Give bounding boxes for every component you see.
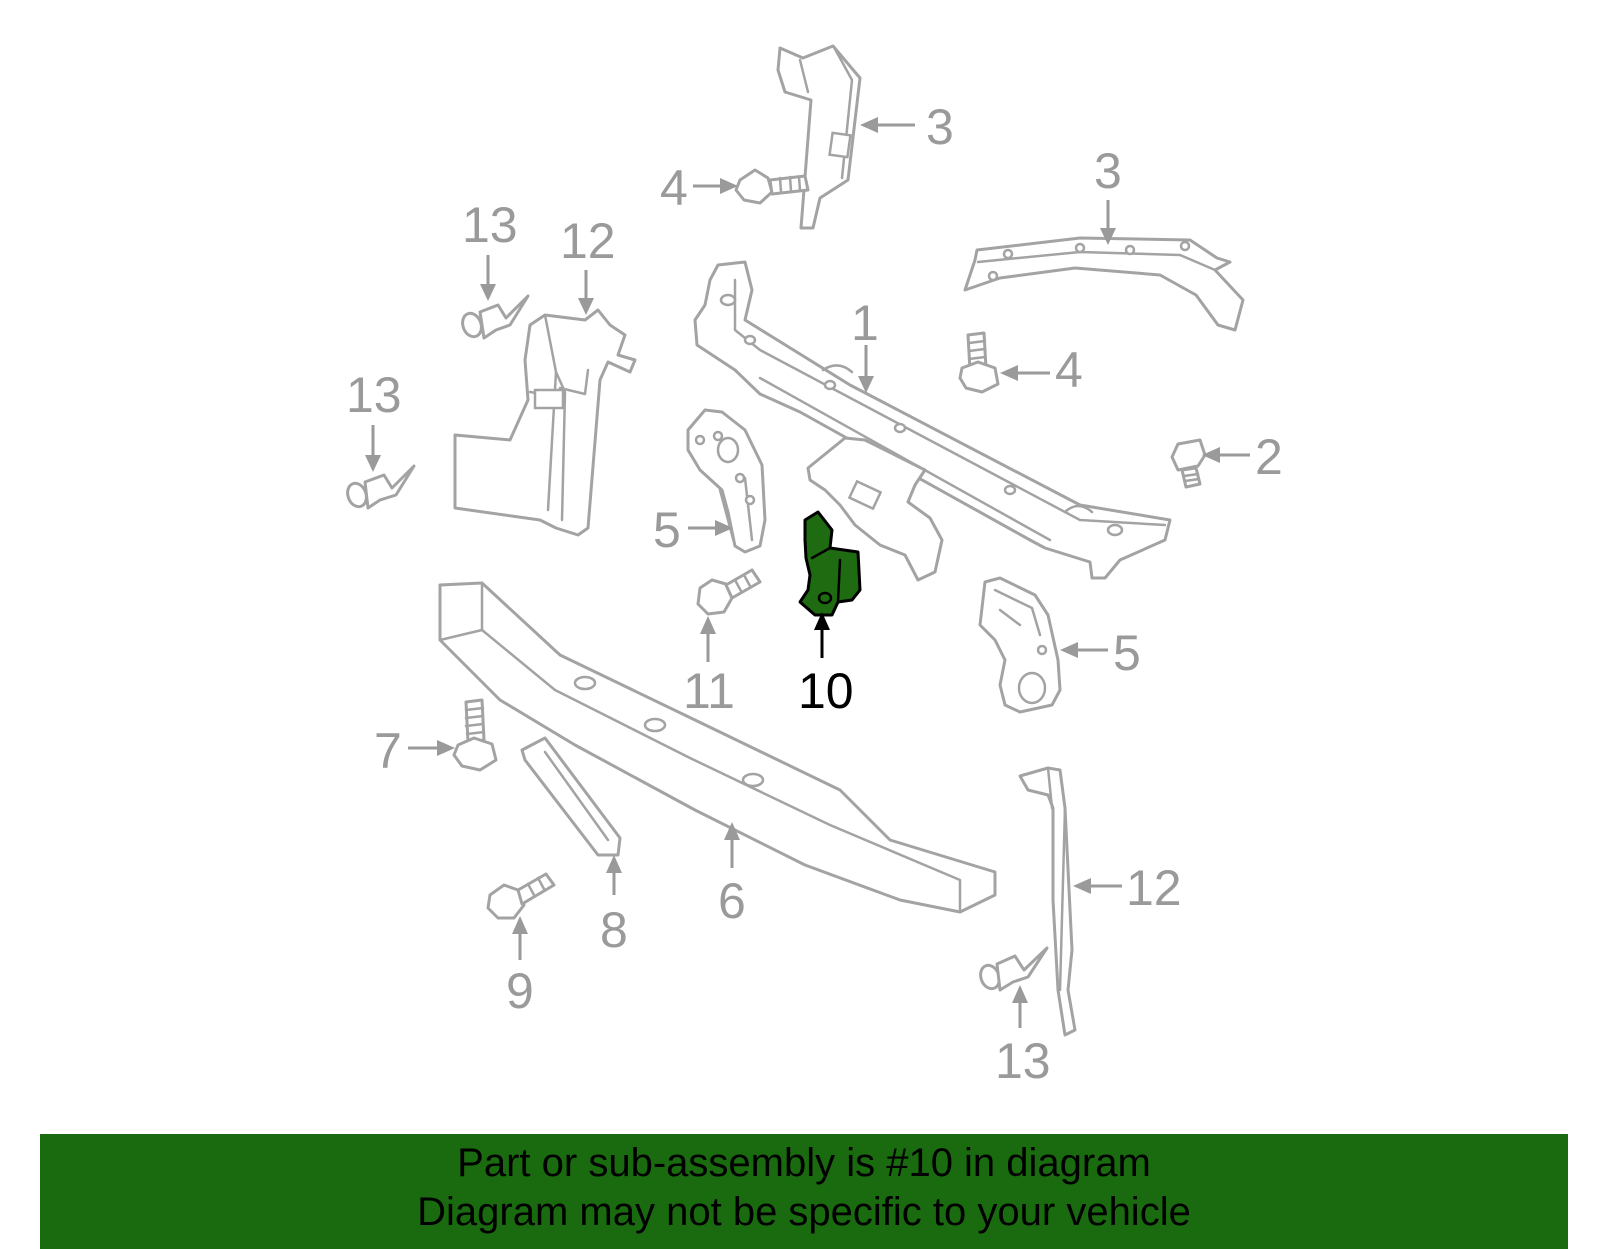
part-6-lower-tie-bar[interactable] — [438, 581, 997, 914]
callout-4b: 4 — [1055, 342, 1083, 398]
callout-12a: 12 — [560, 213, 616, 269]
part-3-vertical-bracket[interactable] — [776, 44, 862, 230]
part-3-upper-rail[interactable] — [963, 236, 1245, 332]
part-5-bracket-left[interactable] — [686, 408, 767, 554]
callout-5a: 5 — [653, 502, 681, 558]
part-13-clip-lower[interactable] — [977, 946, 1049, 992]
callout-13c: 13 — [995, 1033, 1051, 1089]
callout-2: 2 — [1255, 429, 1283, 485]
part-1-tie-bar[interactable] — [693, 260, 1172, 580]
callout-3a: 3 — [926, 99, 954, 155]
part-13-clip-left[interactable] — [344, 464, 416, 510]
part-4-bolt-lower[interactable] — [958, 331, 1000, 394]
center-bracket[interactable] — [806, 436, 944, 582]
callout-7: 7 — [374, 723, 402, 779]
callout-13a: 13 — [462, 197, 518, 253]
part-12-left-deflector[interactable] — [453, 308, 637, 537]
callout-labels: 3 3 4 4 1 2 13 12 13 5 5 10 11 7 6 8 9 1… — [346, 99, 1283, 1089]
part-11-bolt[interactable] — [696, 568, 762, 616]
callout-6: 6 — [718, 873, 746, 929]
callout-10: 10 — [798, 663, 854, 719]
part-13-clip-upper[interactable] — [459, 294, 530, 340]
part-9-bolt[interactable] — [486, 872, 556, 920]
callout-1: 1 — [851, 295, 879, 351]
callout-9: 9 — [506, 963, 534, 1019]
part-10-highlighted-bracket[interactable] — [798, 510, 862, 617]
callout-8: 8 — [600, 902, 628, 958]
callout-4a: 4 — [660, 160, 688, 216]
part-12-right-deflector[interactable] — [1018, 766, 1077, 1037]
callout-leaders — [365, 117, 1250, 1028]
callout-12b: 12 — [1126, 860, 1182, 916]
footer-banner: Part or sub-assembly is #10 in diagram D… — [40, 1134, 1568, 1249]
footer-line-1: Part or sub-assembly is #10 in diagram — [457, 1141, 1151, 1185]
callout-3b: 3 — [1094, 143, 1122, 199]
callout-13b: 13 — [346, 367, 402, 423]
part-7-bolt[interactable] — [452, 698, 498, 772]
part-2-bolt[interactable] — [1170, 438, 1207, 489]
part-8-strip[interactable] — [520, 736, 622, 857]
part-5-bracket-right[interactable] — [978, 576, 1062, 714]
callout-5b: 5 — [1113, 625, 1141, 681]
callout-11: 11 — [683, 663, 735, 719]
part-4-bolt-upper[interactable] — [734, 168, 810, 205]
footer-line-2: Diagram may not be specific to your vehi… — [417, 1190, 1191, 1234]
